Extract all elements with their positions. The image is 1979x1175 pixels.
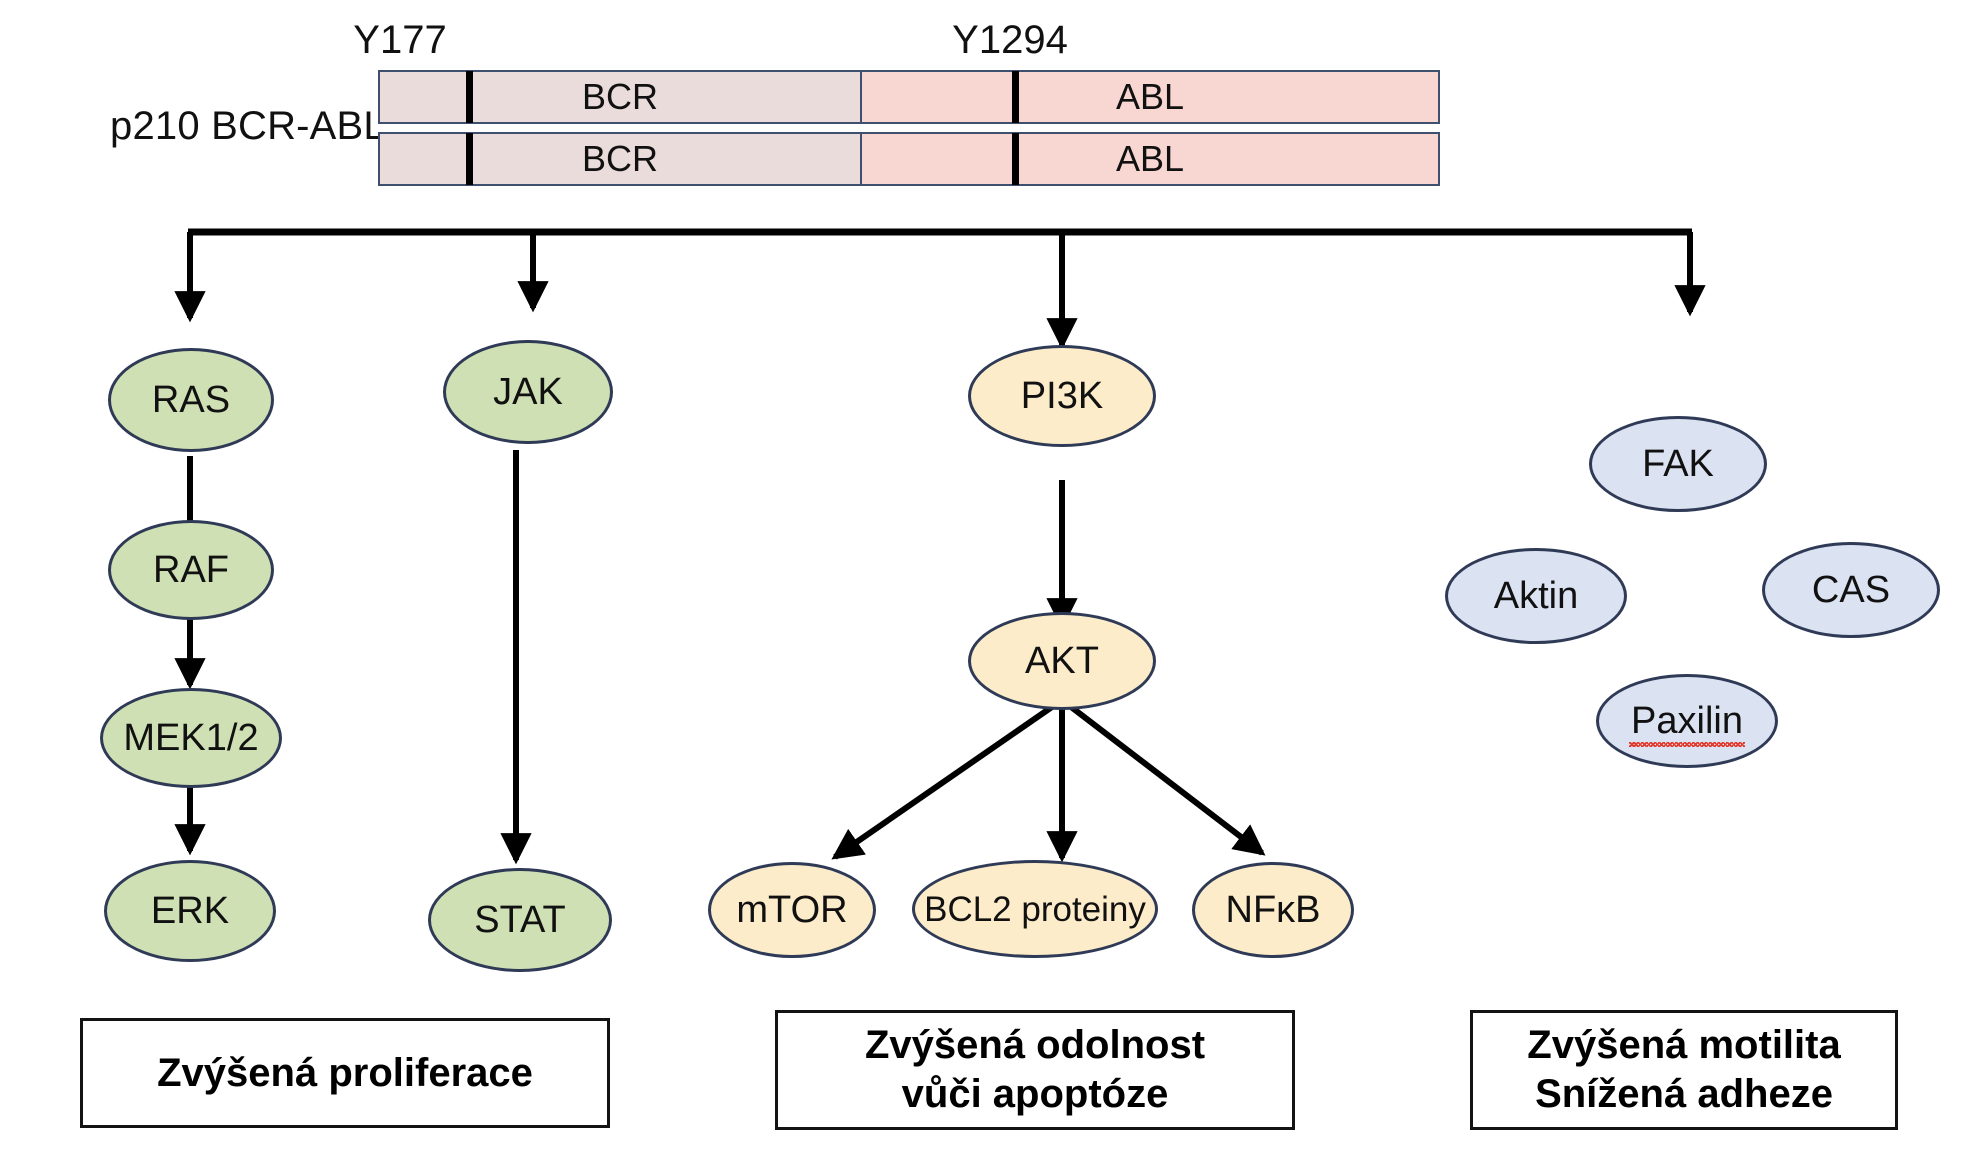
node-pi3k[interactable]: PI3K <box>968 345 1156 447</box>
protein-segment-abl-label: ABL <box>1115 76 1185 117</box>
node-ras[interactable]: RAS <box>108 348 274 452</box>
protein-strand-2: BCR ABL <box>378 132 1440 186</box>
arrow-akt-to-nfkb <box>1060 697 1266 856</box>
phospho-site-label-y1294: Y1294 <box>952 18 1068 62</box>
protein-segment-bcr-label: BCR <box>581 138 658 179</box>
protein-segment-abl-label: ABL <box>1115 138 1185 179</box>
outcome-box-proliferation: Zvýšená proliferace <box>80 1018 610 1128</box>
node-nfkb[interactable]: NFκB <box>1192 862 1354 958</box>
arrow-akt-to-mtor <box>831 697 1064 860</box>
node-paxilin[interactable]: Paxilin <box>1596 674 1778 768</box>
outcome-box-apoptosis-resistance: Zvýšená odolnost vůči apoptóze <box>775 1010 1295 1130</box>
node-jak[interactable]: JAK <box>443 340 613 444</box>
node-akt[interactable]: AKT <box>968 612 1156 710</box>
outcome-motility-line-1: Zvýšená motilita <box>1527 1023 1841 1068</box>
node-erk[interactable]: ERK <box>104 860 276 962</box>
protein-segment-abl: ABL <box>862 133 1438 185</box>
node-aktin[interactable]: Aktin <box>1445 548 1627 644</box>
phospho-tick-y177 <box>466 71 473 123</box>
outcome-box-motility-adhesion: Zvýšená motilita Snížená adheze <box>1470 1010 1898 1130</box>
protein-strand-1: BCR ABL <box>378 70 1440 124</box>
node-cas[interactable]: CAS <box>1762 542 1940 638</box>
protein-segment-bcr: BCR <box>380 133 862 185</box>
outcome-proliferation-line-1: Zvýšená proliferace <box>157 1050 533 1095</box>
node-stat[interactable]: STAT <box>428 868 612 972</box>
outcome-apoptosis-line-2: vůči apoptóze <box>901 1072 1169 1116</box>
protein-segment-bcr-label: BCR <box>581 76 658 117</box>
node-paxilin-label: Paxilin <box>1629 700 1745 747</box>
outcome-motility-line-2: Snížená adheze <box>1535 1072 1833 1116</box>
protein-label: p210 BCR-ABL <box>110 104 386 148</box>
node-mek1-2[interactable]: MEK1/2 <box>100 688 282 788</box>
outcome-apoptosis-line-1: Zvýšená odolnost <box>864 1023 1206 1068</box>
node-mtor[interactable]: mTOR <box>708 862 876 958</box>
phospho-tick-y1294 <box>1012 71 1019 123</box>
phospho-tick-y1294 <box>1012 133 1019 185</box>
phospho-tick-y177 <box>466 133 473 185</box>
protein-segment-abl: ABL <box>862 71 1438 123</box>
node-raf[interactable]: RAF <box>108 520 274 620</box>
node-fak[interactable]: FAK <box>1589 416 1767 512</box>
phospho-site-label-y177: Y177 <box>353 18 447 62</box>
node-bcl2-proteiny[interactable]: BCL2 proteiny <box>912 860 1158 958</box>
protein-segment-bcr: BCR <box>380 71 862 123</box>
